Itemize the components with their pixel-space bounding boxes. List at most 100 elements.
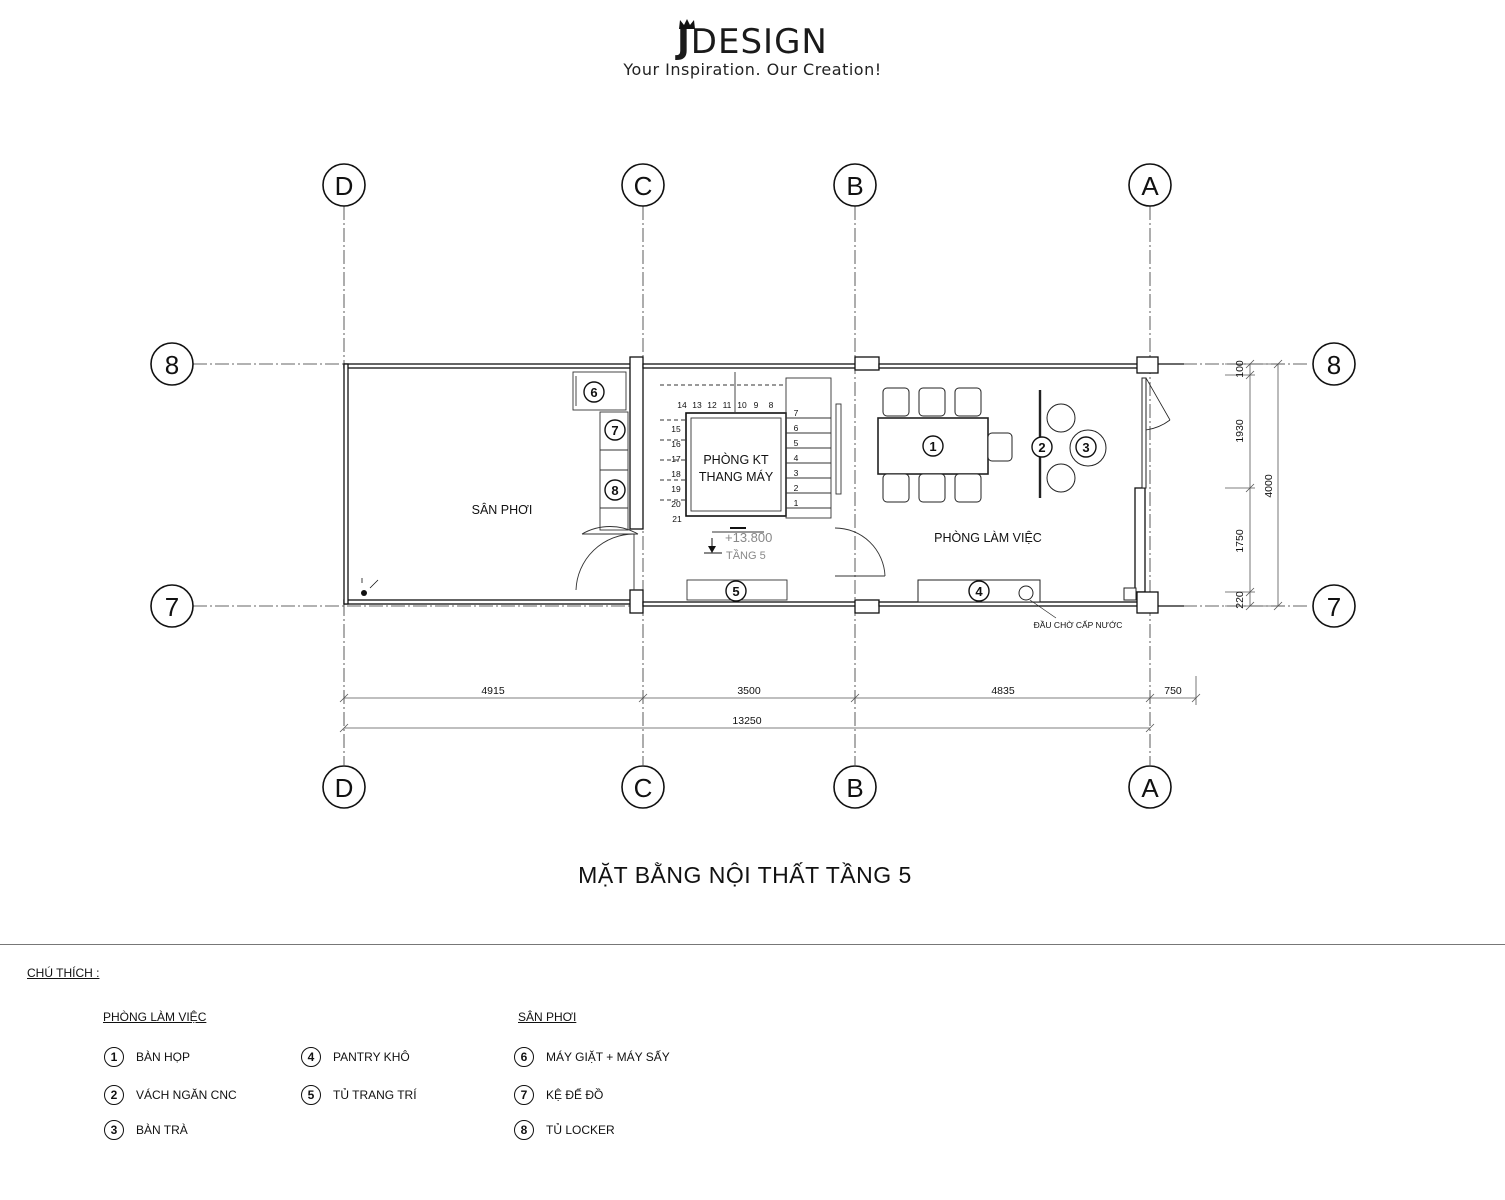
grid-bubble-A-top [1128,163,1172,207]
grid-bubble-D-top [322,163,366,207]
marker-1: 1 [929,439,936,454]
chair-icon [882,387,910,417]
divider [0,944,1505,945]
grid-label-7-left: 7 [165,592,179,622]
horizontal-dimensions [339,676,1201,733]
stair-step: 3 [794,468,799,478]
laundry-cabinets [572,371,639,591]
stair-step: 7 [794,408,799,418]
grid-bubble-8-left [150,342,194,386]
room-san-phoi: SÂN PHƠI [472,502,533,517]
dim-total: 13250 [732,715,761,727]
grid-label-C-bottom: C [634,773,653,803]
grid-label-8-left: 8 [165,350,179,380]
grid-bubbles [150,163,1356,809]
level-elevation: +13.800 [725,530,772,545]
stair-step: 21 [672,514,682,524]
legend-label: TỦ LOCKER [546,1123,615,1137]
water-point-icon [1018,585,1034,601]
crown-icon [679,19,695,29]
dim-1750: 1750 [1234,529,1246,553]
grid-bubble-B-bottom [833,765,877,809]
walls [343,356,1184,614]
legend-item: 1 BÀN HỌP [104,1046,190,1068]
marker-3: 3 [1082,440,1089,455]
legend-number: 8 [514,1120,534,1140]
grid-bubble-A-bottom [1128,765,1172,809]
chair-icon [918,387,946,417]
dim-1930: 1930 [1234,419,1246,443]
legend-label: VÁCH NGĂN CNC [136,1088,237,1102]
grid-bubble-7-right [1312,584,1356,628]
legend-label: PANTRY KHÔ [333,1050,410,1064]
legend-heading-office: PHÒNG LÀM VIỆC [103,1010,207,1024]
stair-step: 14 [677,400,687,410]
marker-4: 4 [975,584,983,599]
floor-drain-icon [361,578,379,596]
grid-label-A-top: A [1141,171,1159,201]
legend-label: BÀN HỌP [136,1050,191,1064]
grid-bubble-C-bottom [621,765,665,809]
logo-letter: J [677,22,691,62]
dim-100: 100 [1234,360,1246,378]
legend-number: 2 [104,1085,124,1105]
stair-step: 17 [671,454,681,464]
item-markers [583,381,1097,602]
stair-step: 2 [794,483,799,493]
dim-4915: 4915 [481,685,505,697]
grid-label-B-top: B [846,171,863,201]
legend-title: CHÚ THÍCH : [27,966,100,980]
level-marker: +13.800 TẦNG 5 [704,530,772,562]
logo-wordmark: JDESIGN [0,22,1505,62]
legend-label: BÀN TRÀ [136,1123,188,1137]
chair-icon [954,387,982,417]
stair-step: 9 [754,400,759,410]
dim-750: 750 [1164,685,1182,697]
room-phong-lam-viec: PHÒNG LÀM VIỆC [934,530,1042,545]
grid-bubble-B-top [833,163,877,207]
marker-8: 8 [611,483,618,498]
logo: JDESIGN Your Inspiration. Our Creation! [0,22,1505,79]
legend-heading-drying-yard: SÂN PHƠI [518,1010,577,1024]
grid-label-D-bottom: D [335,773,354,803]
stair-step: 16 [671,439,681,449]
marker-5: 5 [732,584,739,599]
legend-item: 2 VÁCH NGĂN CNC [104,1084,237,1106]
room-phong-kt: PHÒNG KT [703,452,769,467]
legend-item: 5 TỦ TRANG TRÍ [301,1084,417,1106]
stair-step: 4 [794,453,799,463]
marker-2: 2 [1038,440,1045,455]
legend-number: 3 [104,1120,124,1140]
dim-4000: 4000 [1263,474,1275,498]
legend-label: TỦ TRANG TRÍ [333,1088,417,1102]
stair-step: 8 [769,400,774,410]
legend-number: 4 [301,1047,321,1067]
stair-step: 15 [671,424,681,434]
logo-word: DESIGN [690,22,828,62]
room-thang-may: THANG MÁY [699,469,774,484]
tea-chair-icon [1046,403,1076,433]
grid-bubble-D-bottom [322,765,366,809]
chair-icon [987,432,1013,462]
legend-label: KỆ ĐỂ ĐỒ [546,1088,604,1102]
stair-step: 13 [692,400,702,410]
stair-step: 12 [707,400,717,410]
stair-numbers: 14 13 12 11 10 9 8 15 16 17 18 19 20 21 … [671,400,798,524]
dim-3500: 3500 [737,685,761,697]
floor-plan: D C B A D C B A 8 7 8 7 [150,163,1356,809]
tea-chair-icon [1046,463,1076,493]
legend-number: 7 [514,1085,534,1105]
stair-step: 6 [794,423,799,433]
chair-icon [918,473,946,503]
stair-step: 1 [794,498,799,508]
legend-item: 7 KỆ ĐỂ ĐỒ [514,1084,603,1106]
grid-label-7-right: 7 [1327,592,1341,622]
legend-number: 6 [514,1047,534,1067]
grid-label-A-bottom: A [1141,773,1159,803]
office-furniture [877,377,1171,619]
dim-4835: 4835 [991,685,1015,697]
stair-step: 11 [723,400,732,410]
grid-label-8-right: 8 [1327,350,1341,380]
legend-label: MÁY GIẶT + MÁY SẤY [546,1050,670,1064]
legend-number: 5 [301,1085,321,1105]
